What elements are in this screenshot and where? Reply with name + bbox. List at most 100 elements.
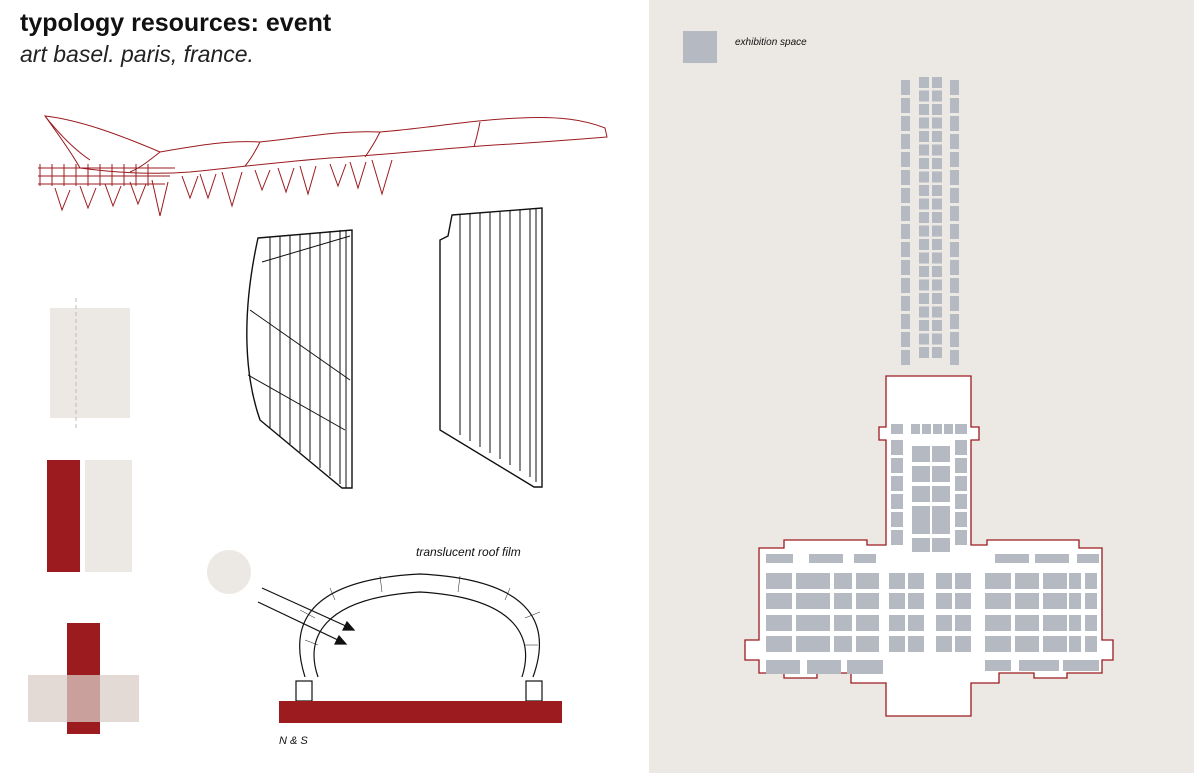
booth <box>919 212 929 223</box>
booth <box>950 206 959 221</box>
booth <box>955 593 971 609</box>
booth <box>936 615 952 631</box>
booth <box>847 660 883 674</box>
booth <box>856 636 879 652</box>
booth <box>919 104 929 115</box>
booth <box>955 494 967 509</box>
booth <box>932 131 942 142</box>
booth <box>919 239 929 250</box>
ground-slab <box>279 701 562 723</box>
booth <box>932 293 942 304</box>
booth <box>809 554 843 563</box>
booth <box>1063 660 1099 671</box>
booth <box>955 458 967 473</box>
booth-blocks <box>766 77 1099 674</box>
booth <box>901 296 910 311</box>
booth <box>936 573 952 589</box>
booth <box>919 117 929 129</box>
booth <box>985 573 1011 589</box>
booth <box>955 636 971 652</box>
booth <box>919 185 929 196</box>
booth <box>922 424 931 434</box>
booth <box>766 636 792 652</box>
booth <box>950 332 959 347</box>
booth <box>1035 554 1069 563</box>
booth <box>919 347 929 358</box>
booth <box>796 593 830 609</box>
booth <box>901 242 910 257</box>
booth <box>912 518 930 534</box>
booth <box>944 424 953 434</box>
booth <box>901 332 910 347</box>
booth <box>919 131 929 142</box>
booth <box>889 573 905 589</box>
booth <box>889 615 905 631</box>
booth <box>932 77 942 88</box>
booth <box>891 530 903 545</box>
booth <box>932 466 950 482</box>
booth <box>932 446 950 462</box>
booth <box>796 573 830 589</box>
booth <box>932 538 950 552</box>
booth <box>908 636 924 652</box>
booth <box>766 615 792 631</box>
booth <box>932 117 942 129</box>
booth <box>985 615 1011 631</box>
booth <box>901 278 910 293</box>
booth <box>856 593 879 609</box>
booth <box>933 424 942 434</box>
booth <box>950 170 959 185</box>
booth <box>1015 573 1039 589</box>
booth <box>955 512 967 527</box>
booth <box>919 306 929 318</box>
booth <box>919 293 929 304</box>
booth <box>901 314 910 329</box>
booth <box>932 104 942 115</box>
booth <box>856 573 879 589</box>
booth <box>889 636 905 652</box>
roof-axonometric <box>38 115 608 217</box>
booth <box>932 347 942 358</box>
booth <box>901 98 910 113</box>
booth <box>932 144 942 156</box>
booth <box>834 593 852 609</box>
booth <box>919 171 929 183</box>
booth <box>901 80 910 95</box>
booth <box>766 573 792 589</box>
booth <box>1069 593 1081 609</box>
booth <box>932 306 942 318</box>
floor-plan-panel: exhibition space <box>649 0 1194 773</box>
booth <box>1077 554 1099 563</box>
booth <box>955 573 971 589</box>
booth <box>891 424 903 434</box>
booth <box>932 185 942 196</box>
booth <box>1069 615 1081 631</box>
booth <box>834 636 852 652</box>
sun-ray-arrow-icon <box>257 587 356 645</box>
booth <box>919 266 929 277</box>
booth <box>889 593 905 609</box>
booth <box>950 134 959 149</box>
booth <box>834 573 852 589</box>
booth <box>919 77 929 88</box>
booth <box>891 494 903 509</box>
booth <box>912 486 930 502</box>
booth <box>985 593 1011 609</box>
booth <box>919 252 929 264</box>
booth <box>1043 636 1067 652</box>
block-diagram-3 <box>28 623 139 734</box>
sun-icon <box>207 550 251 594</box>
booth <box>919 198 929 210</box>
booth <box>932 486 950 502</box>
booth <box>901 170 910 185</box>
booth <box>912 466 930 482</box>
booth <box>901 206 910 221</box>
booth <box>950 314 959 329</box>
booth <box>1069 636 1081 652</box>
booth <box>932 333 942 345</box>
booth <box>796 615 830 631</box>
booth <box>950 350 959 365</box>
legend-swatch <box>683 31 717 63</box>
booth <box>950 278 959 293</box>
facade-elevation-1 <box>246 229 353 489</box>
